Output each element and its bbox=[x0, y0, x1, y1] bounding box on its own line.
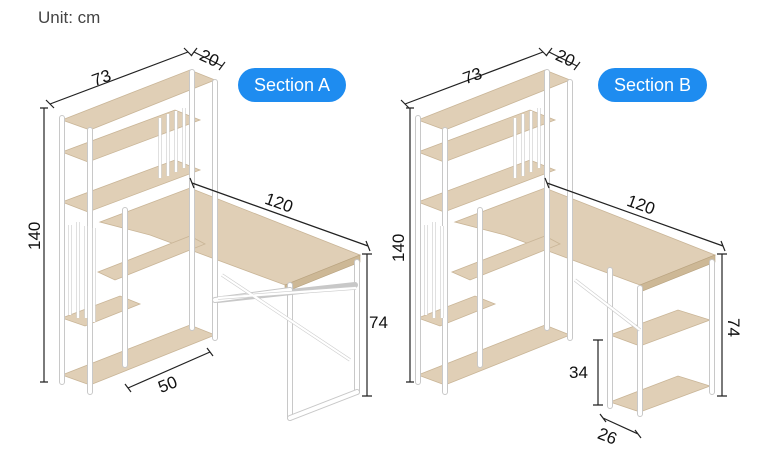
dimension-lines-b bbox=[400, 47, 727, 439]
section-a-badge: Section A bbox=[238, 68, 347, 102]
unit-label: Unit: cm bbox=[38, 8, 101, 27]
dim-b-shelf-depth: 26 bbox=[595, 424, 620, 449]
dim-b-width: 73 bbox=[460, 64, 484, 88]
desk-a bbox=[59, 69, 362, 421]
dim-b-depth: 20 bbox=[553, 46, 578, 71]
section-b-badge: Section B bbox=[598, 68, 708, 102]
dim-a-desk-depth: 50 bbox=[155, 372, 180, 397]
dim-a-desk-height: 74 bbox=[369, 313, 388, 332]
dim-a-depth: 20 bbox=[197, 46, 222, 71]
dim-b-shelf-height: 34 bbox=[569, 363, 588, 382]
dim-b-desk-length: 120 bbox=[624, 191, 657, 219]
desk-b bbox=[415, 69, 717, 417]
dim-a-width: 73 bbox=[89, 66, 113, 90]
dim-b-height: 140 bbox=[389, 234, 408, 262]
dimension-lines-a bbox=[40, 47, 372, 397]
dim-a-desk-length: 120 bbox=[262, 189, 295, 217]
dim-a-height: 140 bbox=[25, 222, 44, 250]
dim-b-desk-height: 74 bbox=[724, 318, 743, 337]
